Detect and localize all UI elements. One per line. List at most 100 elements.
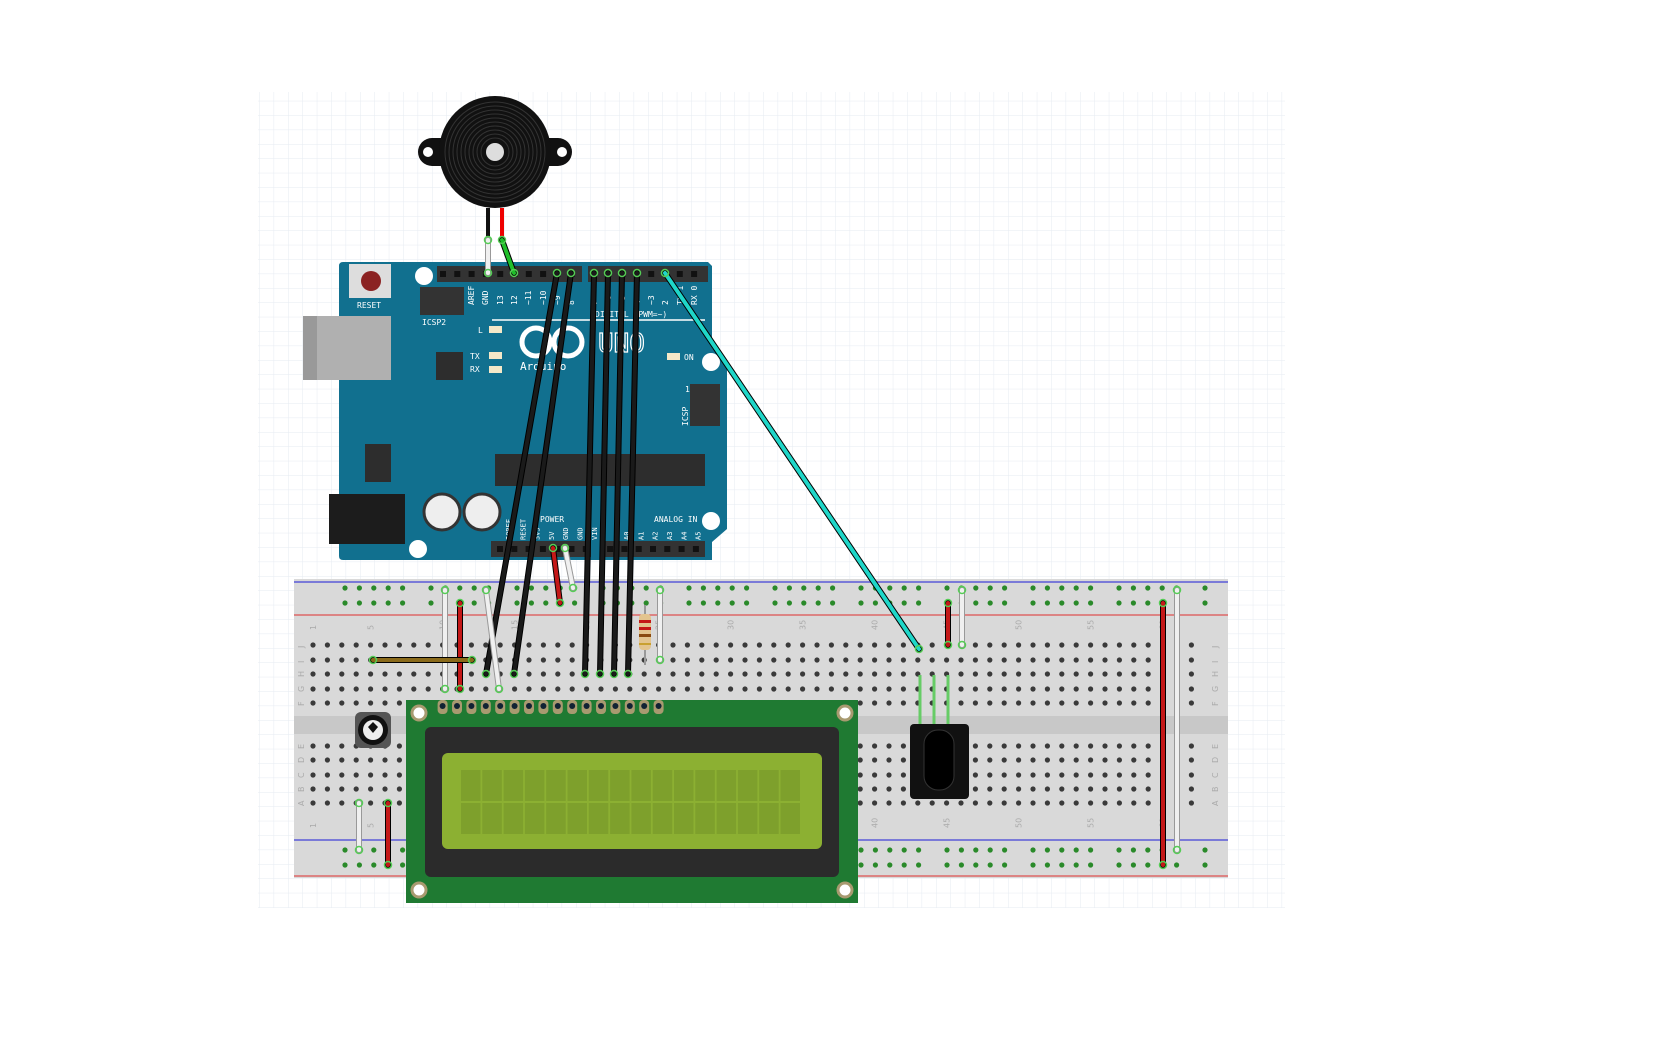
breadboard-hole[interactable] — [742, 657, 748, 663]
rail-hole[interactable] — [700, 600, 707, 606]
breadboard-hole[interactable] — [1059, 657, 1065, 663]
breadboard-hole[interactable] — [684, 686, 691, 692]
breadboard-hole[interactable] — [857, 686, 863, 692]
breadboard-hole[interactable] — [1016, 772, 1022, 778]
rail-hole[interactable] — [1130, 600, 1136, 606]
breadboard-hole[interactable] — [1116, 800, 1122, 806]
rail-hole[interactable] — [371, 862, 377, 868]
breadboard-hole[interactable] — [1016, 657, 1022, 663]
rail-hole[interactable] — [973, 585, 979, 591]
breadboard-hole[interactable] — [987, 800, 993, 806]
rail-hole[interactable] — [1116, 585, 1122, 591]
breadboard-hole[interactable] — [396, 642, 402, 648]
breadboard-hole[interactable] — [684, 671, 691, 677]
breadboard-hole[interactable] — [814, 657, 820, 663]
rail-hole[interactable] — [1030, 585, 1036, 591]
rail-hole[interactable] — [887, 585, 893, 591]
breadboard-hole[interactable] — [828, 686, 835, 692]
rail-hole[interactable] — [872, 847, 879, 853]
breadboard-hole[interactable] — [1188, 757, 1194, 763]
breadboard-hole[interactable] — [1131, 743, 1137, 749]
header-pin[interactable] — [635, 546, 642, 552]
breadboard-hole[interactable] — [742, 642, 748, 648]
rail-hole[interactable] — [1073, 862, 1079, 868]
wire-endpoint[interactable] — [566, 268, 576, 278]
header-pin[interactable] — [678, 546, 685, 552]
rail-hole[interactable] — [543, 585, 549, 591]
breadboard-hole[interactable] — [1131, 786, 1137, 792]
wire-endpoint[interactable] — [481, 669, 491, 679]
rail-hole[interactable] — [342, 585, 348, 591]
breadboard-hole[interactable] — [972, 700, 979, 706]
breadboard-hole[interactable] — [699, 657, 705, 663]
rail-hole[interactable] — [901, 600, 907, 606]
breadboard-hole[interactable] — [1188, 657, 1194, 663]
breadboard-hole[interactable] — [1059, 757, 1065, 763]
wire-endpoint[interactable] — [552, 268, 562, 278]
rail-hole[interactable] — [1202, 862, 1208, 868]
breadboard-hole[interactable] — [353, 657, 359, 663]
rail-hole[interactable] — [944, 585, 950, 591]
wire-black[interactable] — [626, 271, 639, 676]
wire-endpoint[interactable] — [483, 268, 493, 278]
breadboard-hole[interactable] — [1131, 686, 1137, 692]
rail-hole[interactable] — [815, 585, 821, 591]
breadboard-hole[interactable] — [1016, 686, 1022, 692]
breadboard-hole[interactable] — [368, 786, 374, 792]
breadboard-hole[interactable] — [641, 671, 647, 677]
wire-black[interactable] — [583, 271, 596, 676]
wire-green[interactable] — [500, 238, 516, 275]
rail-hole[interactable] — [916, 585, 922, 591]
rail-hole[interactable] — [1073, 600, 1079, 606]
breadboard-hole[interactable] — [1116, 743, 1122, 749]
breadboard-hole[interactable] — [1030, 772, 1036, 778]
wire-endpoint[interactable] — [632, 268, 642, 278]
breadboard-hole[interactable] — [843, 671, 849, 677]
breadboard-hole[interactable] — [886, 800, 892, 806]
breadboard-hole[interactable] — [814, 686, 820, 692]
rail-hole[interactable] — [457, 585, 463, 591]
rail-hole[interactable] — [815, 600, 821, 606]
breadboard-hole[interactable] — [1102, 757, 1108, 763]
rail-hole[interactable] — [1073, 585, 1079, 591]
breadboard-hole[interactable] — [1016, 800, 1022, 806]
rail-hole[interactable] — [786, 600, 793, 606]
rail-hole[interactable] — [958, 847, 965, 853]
rail-hole[interactable] — [858, 862, 864, 868]
rail-hole[interactable] — [1116, 847, 1122, 853]
breadboard-hole[interactable] — [584, 686, 590, 692]
breadboard-hole[interactable] — [1145, 800, 1151, 806]
rail-hole[interactable] — [1159, 585, 1165, 591]
breadboard-hole[interactable] — [324, 686, 330, 692]
breadboard-hole[interactable] — [1102, 743, 1108, 749]
header-pin[interactable] — [454, 271, 461, 277]
breadboard-hole[interactable] — [872, 657, 878, 663]
rail-hole[interactable] — [1002, 585, 1008, 591]
rail-hole[interactable] — [729, 585, 735, 591]
breadboard-hole[interactable] — [1145, 772, 1151, 778]
wire-endpoint[interactable] — [440, 684, 450, 694]
rail-hole[interactable] — [1044, 600, 1050, 606]
breadboard-hole[interactable] — [1030, 700, 1036, 706]
breadboard-hole[interactable] — [555, 657, 561, 663]
rail-hole[interactable] — [1088, 847, 1094, 853]
breadboard-hole[interactable] — [569, 671, 575, 677]
rail-hole[interactable] — [342, 847, 348, 853]
wire-white[interactable] — [484, 588, 501, 691]
rail-hole[interactable] — [385, 600, 391, 606]
breadboard-hole[interactable] — [353, 786, 359, 792]
breadboard-hole[interactable] — [1116, 657, 1122, 663]
breadboard-hole[interactable] — [1145, 743, 1151, 749]
breadboard-hole[interactable] — [929, 800, 935, 806]
breadboard-hole[interactable] — [1044, 642, 1050, 648]
wire-endpoint[interactable] — [943, 598, 953, 608]
ir-receiver-icon[interactable] — [910, 675, 969, 799]
rail-hole[interactable] — [958, 862, 965, 868]
rail-hole[interactable] — [342, 600, 348, 606]
wire-endpoint[interactable] — [383, 798, 393, 808]
breadboard-hole[interactable] — [886, 657, 892, 663]
breadboard-hole[interactable] — [468, 642, 474, 648]
rail-hole[interactable] — [1002, 847, 1008, 853]
breadboard-hole[interactable] — [526, 657, 532, 663]
wire-endpoint[interactable] — [368, 655, 378, 665]
